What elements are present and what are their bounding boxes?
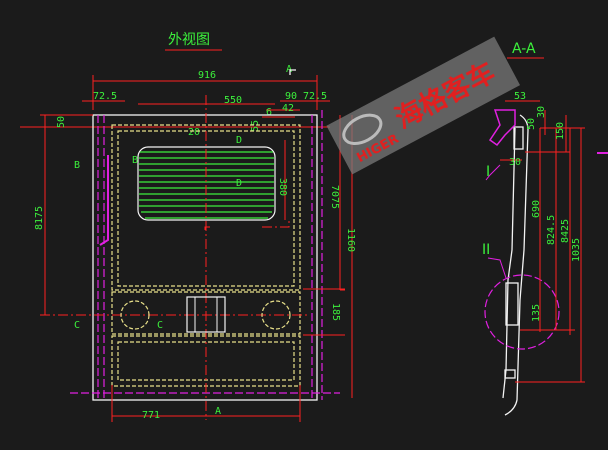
section-arrow-a-top — [289, 69, 296, 75]
detail-label-2: II — [482, 242, 490, 258]
detail-circle-2 — [484, 274, 560, 350]
dim-771: 771 — [142, 410, 160, 421]
door-outline — [92, 114, 318, 401]
section-mark-b-right: B — [132, 155, 138, 166]
dim-550: 550 — [224, 95, 242, 106]
dim-185: 185 — [330, 303, 341, 321]
section-dimensions — [500, 100, 585, 383]
section-mark-c-right: C — [157, 320, 163, 331]
higer-logo-icon — [342, 113, 383, 145]
section-mark-b-left: B — [74, 160, 80, 171]
dim-135: 135 — [531, 304, 542, 322]
center-mark: 20 — [188, 127, 200, 138]
section-profile — [488, 109, 529, 416]
front-view-title: 外视图 — [168, 32, 210, 48]
section-mark-a-bottom: A — [215, 406, 221, 417]
dim-916: 916 — [198, 70, 216, 81]
dim-50-section: 50 — [526, 118, 537, 130]
section-mark-a-top: A — [286, 64, 292, 75]
dim-72-5-right: 72.5 — [303, 91, 327, 102]
higer-watermark: HIGER 海格客车 — [326, 36, 521, 175]
dim-53: 53 — [514, 91, 526, 102]
detail-hinge — [488, 109, 516, 147]
top-dimensions — [20, 75, 330, 128]
lock-bracket — [186, 296, 226, 333]
dim-30-mid: 30 — [509, 157, 521, 168]
hole-right — [261, 300, 291, 330]
dim-55: 55 — [250, 120, 261, 132]
hinge-rod — [99, 155, 109, 246]
dim-8175: 8175 — [34, 206, 45, 230]
hole-left — [120, 300, 150, 330]
dim-7075: 7075 — [329, 185, 340, 209]
section-mark-d-top: D — [236, 135, 242, 146]
dim-8425: 8425 — [560, 219, 571, 243]
detail-leader-2 — [487, 257, 507, 279]
section-mark-d-mid: D — [236, 178, 242, 189]
section-d-line — [204, 220, 290, 230]
dim-1160: 1160 — [345, 228, 356, 252]
dim-30-top: 30 — [536, 106, 547, 118]
dim-42: 42 — [282, 103, 294, 114]
section-title: A-A — [512, 41, 536, 57]
dim-6: 6 — [266, 107, 272, 118]
dim-824-5: 824.5 — [546, 215, 557, 245]
dim-72-5-left: 72.5 — [93, 91, 117, 102]
detail-leader-1 — [485, 164, 501, 181]
dim-380: 380 — [277, 178, 288, 196]
section-mark-c-left: C — [74, 320, 80, 331]
dim-1035: 1035 — [571, 238, 582, 262]
dim-150: 150 — [555, 122, 566, 140]
detail-label-1: I — [486, 164, 490, 180]
dim-690: 690 — [531, 200, 542, 218]
dim-90: 90 — [285, 91, 297, 102]
dim-50: 50 — [56, 116, 67, 128]
